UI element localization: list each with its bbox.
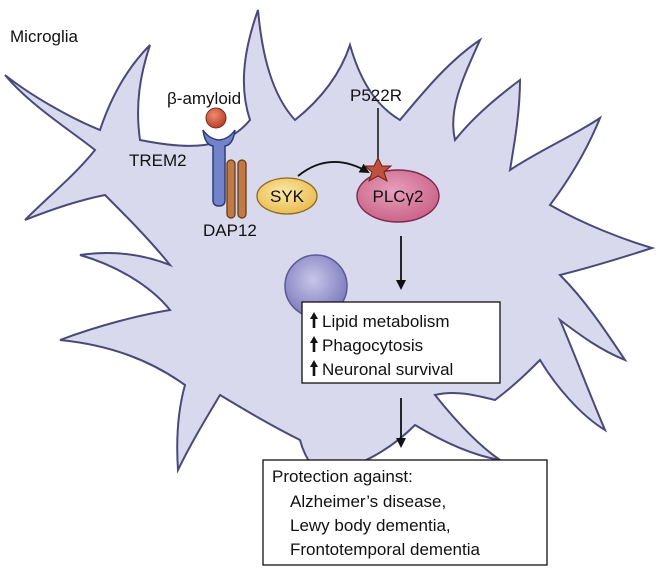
effect-item-1: Lipid metabolism bbox=[310, 312, 450, 331]
kinase-label: SYK bbox=[270, 187, 305, 206]
adaptor-label: DAP12 bbox=[203, 221, 257, 240]
up-arrow-icon bbox=[310, 360, 318, 376]
plcg2-enzyme bbox=[356, 169, 440, 223]
microglia-cell-body bbox=[4, 9, 656, 497]
up-arrow-icon bbox=[310, 312, 318, 328]
effects-box: Lipid metabolism Phagocytosis Neuronal s… bbox=[301, 301, 501, 384]
cell-label: Microglia bbox=[10, 27, 79, 46]
effect-item-2: Phagocytosis bbox=[310, 336, 423, 355]
beta-amyloid-ligand bbox=[205, 107, 227, 129]
effect-label: Lipid metabolism bbox=[322, 312, 450, 331]
protection-box: Protection against: Alzheimer’s disease,… bbox=[262, 459, 548, 566]
protection-item: Lewy body dementia, bbox=[290, 516, 451, 535]
variant-star-icon bbox=[363, 156, 393, 183]
ligand-label: β-amyloid bbox=[167, 89, 241, 108]
effect-label: Neuronal survival bbox=[322, 360, 453, 379]
effect-label: Phagocytosis bbox=[322, 336, 423, 355]
enzyme-label: PLCγ2 bbox=[372, 187, 423, 206]
receptor-label: TREM2 bbox=[129, 151, 187, 170]
dap12-adaptor bbox=[226, 159, 247, 219]
syk-to-plcg2-arrow bbox=[297, 161, 370, 177]
syk-kinase bbox=[256, 177, 318, 215]
protection-item: Alzheimer’s disease, bbox=[290, 492, 446, 511]
effect-item-3: Neuronal survival bbox=[310, 360, 453, 379]
protection-item: Frontotemporal dementia bbox=[290, 540, 480, 559]
up-arrow-icon bbox=[310, 336, 318, 352]
variant-label: P522R bbox=[350, 86, 402, 105]
trem2-receptor bbox=[202, 129, 236, 207]
protection-heading: Protection against: bbox=[272, 467, 413, 486]
